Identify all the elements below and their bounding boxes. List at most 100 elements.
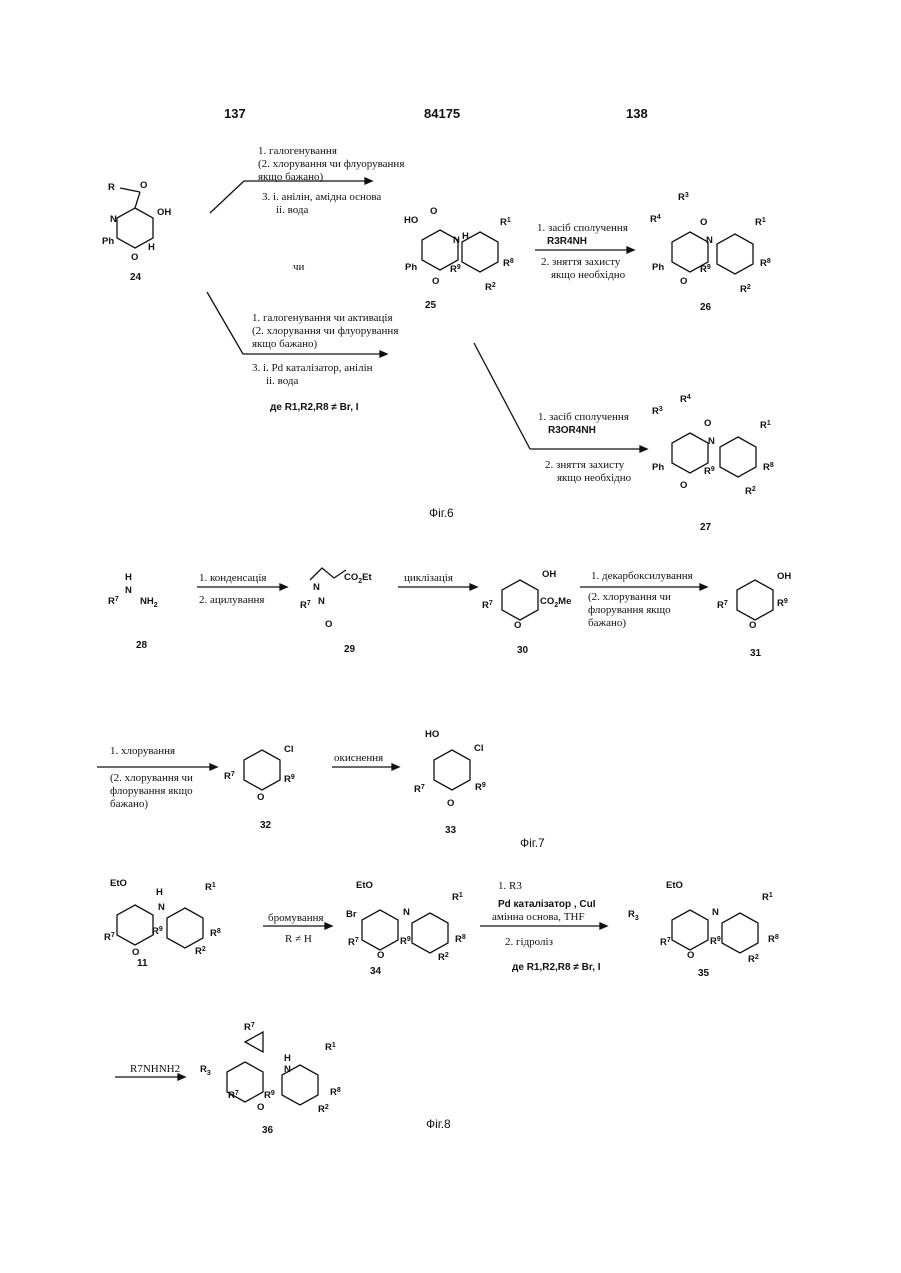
svg-text:R1: R1	[452, 892, 463, 903]
fig8-step35-1: 1. R3	[498, 880, 522, 893]
fig8-step34-2: R ≠ H	[285, 933, 312, 946]
fig6-lower-step3: 3. i. Pd каталізатор, анілін	[252, 362, 373, 375]
svg-text:O: O	[749, 620, 756, 631]
svg-text:H: H	[462, 231, 469, 242]
compound-27: 27	[700, 522, 711, 533]
svg-text:N: N	[110, 214, 117, 225]
svg-text:R7: R7	[482, 600, 493, 611]
svg-text:R9: R9	[710, 936, 721, 947]
compound-34: 34	[370, 966, 381, 977]
svg-text:R9: R9	[152, 926, 163, 937]
svg-text:R1: R1	[762, 892, 773, 903]
svg-text:R7: R7	[108, 596, 119, 607]
svg-text:Cl: Cl	[284, 744, 294, 755]
fig6-exclusion-note: де R1,R2,R8 ≠ Br, I	[270, 402, 359, 413]
svg-text:R2: R2	[195, 946, 206, 957]
svg-text:HO: HO	[425, 729, 439, 740]
svg-text:R7: R7	[224, 771, 235, 782]
svg-text:R8: R8	[768, 934, 779, 945]
svg-text:O: O	[131, 252, 138, 263]
fig7-step32-2: (2. хлорування чи	[110, 772, 193, 785]
fig7-caption: Фіг.7	[520, 836, 545, 850]
svg-text:R1: R1	[205, 882, 216, 893]
svg-text:R3: R3	[678, 192, 689, 203]
svg-text:OH: OH	[542, 569, 556, 580]
svg-text:O: O	[257, 1102, 264, 1113]
svg-text:N: N	[453, 235, 460, 246]
fig6-step26-reagent: R3R4NH	[537, 235, 628, 248]
fig6-lower-step1: 1. галогенування чи активація	[252, 312, 398, 325]
fig7-step29-1: 1. конденсація	[199, 572, 266, 585]
svg-text:R8: R8	[763, 462, 774, 473]
fig7-step31-4: бажано)	[588, 617, 671, 630]
fig6-step27-2: 2. зняття захисту	[545, 459, 631, 472]
svg-text:O: O	[687, 950, 694, 961]
svg-text:R1: R1	[755, 217, 766, 228]
svg-text:R7: R7	[300, 600, 311, 611]
fig6-step27-1: 1. засіб сполучення	[538, 411, 629, 424]
svg-text:Ph: Ph	[405, 262, 417, 273]
fig7-step32-1: 1. хлорування	[110, 745, 175, 758]
svg-text:N: N	[313, 582, 320, 593]
fig6-upper-step2: (2. хлорування чи флуорування	[258, 158, 404, 171]
svg-text:R9: R9	[704, 466, 715, 477]
svg-text:R8: R8	[330, 1087, 341, 1098]
fig7-step32-3: флорування якщо	[110, 785, 193, 798]
svg-text:EtO: EtO	[356, 880, 373, 891]
fig6-upper-step3: 3. i. анілін, амідна основа	[262, 191, 381, 204]
compound-11: 11	[137, 958, 148, 969]
svg-text:R8: R8	[760, 258, 771, 269]
svg-text:R8: R8	[455, 934, 466, 945]
fig8-step35-2: Pd каталізатор , CuI	[498, 899, 596, 910]
fig6-lower-step2b: якщо бажано)	[252, 338, 398, 351]
fig6-step26-2: 2. зняття захисту	[541, 256, 625, 269]
svg-text:N: N	[706, 235, 713, 246]
svg-text:R9: R9	[400, 936, 411, 947]
fig6-upper-step2b: якщо бажано)	[258, 171, 404, 184]
svg-text:O: O	[430, 206, 437, 217]
fig6-upper-step1: 1. галогенування	[258, 145, 404, 158]
svg-text:CO2Me: CO2Me	[540, 596, 571, 609]
svg-text:O: O	[325, 619, 332, 630]
svg-text:Ph: Ph	[102, 236, 114, 247]
svg-text:R9: R9	[700, 264, 711, 275]
fig6-step26-2b: якщо необхідно	[541, 269, 625, 282]
fig6-lower-step2: (2. хлорування чи флуорування	[252, 325, 398, 338]
svg-text:O: O	[257, 792, 264, 803]
svg-text:R9: R9	[475, 782, 486, 793]
compound-33: 33	[445, 825, 456, 836]
svg-text:R9: R9	[450, 264, 461, 275]
svg-text:NH2: NH2	[140, 596, 158, 609]
svg-text:R7: R7	[348, 937, 359, 948]
compound-24: 24	[130, 272, 141, 283]
svg-text:O: O	[514, 620, 521, 631]
svg-text:O: O	[447, 798, 454, 809]
svg-text:O: O	[680, 276, 687, 287]
fig7-step30: циклізація	[404, 572, 453, 585]
fig7-step32-4: бажано)	[110, 798, 193, 811]
compound-36: 36	[262, 1125, 273, 1136]
svg-text:R7: R7	[660, 937, 671, 948]
svg-text:O: O	[140, 180, 147, 191]
svg-text:R9: R9	[777, 598, 788, 609]
svg-text:R2: R2	[318, 1104, 329, 1115]
svg-text:R4: R4	[650, 214, 661, 225]
svg-text:O: O	[377, 950, 384, 961]
svg-text:O: O	[700, 217, 707, 228]
compound-30: 30	[517, 645, 528, 656]
svg-text:R2: R2	[438, 952, 449, 963]
svg-text:N: N	[318, 596, 325, 607]
fig6-upper-step3b: ii. вода	[262, 204, 381, 217]
svg-text:R1: R1	[500, 217, 511, 228]
fig7-step31-2: (2. хлорування чи	[588, 591, 671, 604]
svg-text:R4: R4	[680, 394, 691, 405]
fig8-step35-4: 2. гідроліз	[505, 936, 553, 949]
svg-text:R: R	[108, 182, 115, 193]
svg-text:H: H	[125, 572, 132, 583]
compound-31: 31	[750, 648, 761, 659]
compound-35: 35	[698, 968, 709, 979]
svg-text:R7: R7	[104, 932, 115, 943]
svg-text:R8: R8	[210, 928, 221, 939]
svg-text:R3: R3	[200, 1064, 211, 1077]
svg-text:O: O	[704, 418, 711, 429]
